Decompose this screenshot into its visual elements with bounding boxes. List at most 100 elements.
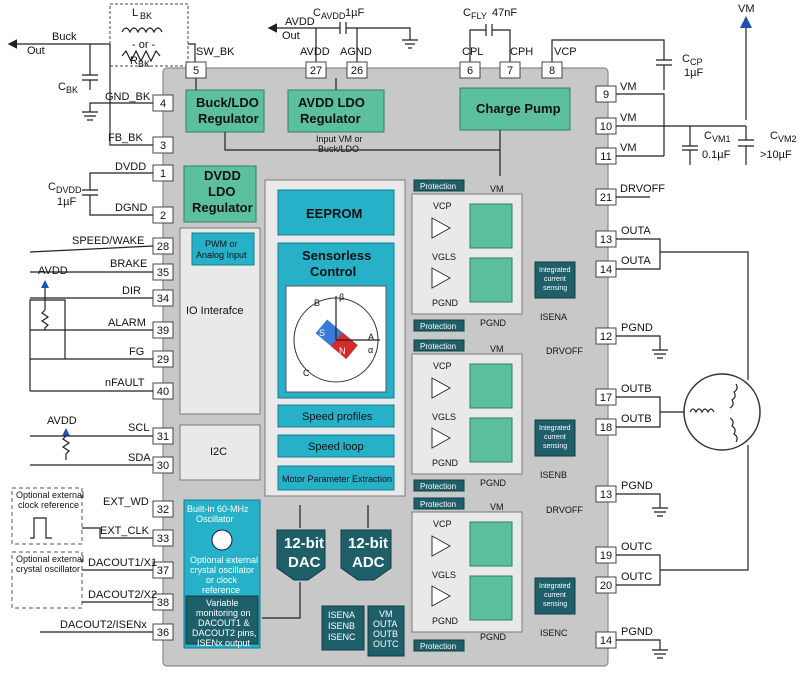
svg-text:ALARM: ALARM	[108, 317, 146, 329]
svg-text:DVDD: DVDD	[204, 168, 241, 183]
svg-text:Optional external: Optional external	[16, 554, 84, 564]
avdd-cap-wiring	[315, 22, 418, 62]
svg-text:21: 21	[600, 192, 612, 204]
svg-text:Sensorless: Sensorless	[302, 248, 371, 263]
svg-text:Analog Input: Analog Input	[196, 250, 247, 260]
or-label: - or -	[132, 39, 156, 51]
avdd-ldo-block	[287, 89, 385, 133]
svg-text:reference: reference	[202, 585, 240, 595]
svg-text:current: current	[544, 592, 566, 599]
i2c-wires	[30, 435, 153, 466]
svg-text:PGND: PGND	[480, 478, 507, 488]
svg-text:Integrated: Integrated	[539, 267, 571, 274]
svg-text:clock reference: clock reference	[18, 500, 79, 510]
svg-text:Regulator: Regulator	[300, 111, 361, 126]
svg-text:SDA: SDA	[128, 452, 151, 464]
motor-symbol	[683, 373, 761, 451]
ccp-label: C	[682, 53, 690, 65]
svg-text:Regulator: Regulator	[192, 200, 253, 215]
isen-inputs-block	[321, 605, 365, 651]
motor-coil-c	[729, 417, 738, 443]
svg-text:CPL: CPL	[462, 46, 483, 58]
svg-text:DVDD: DVDD	[115, 161, 146, 173]
svg-text:PGND: PGND	[621, 322, 653, 334]
svg-text:OUTC: OUTC	[373, 639, 399, 649]
svg-text:VCP: VCP	[433, 201, 452, 211]
cfly-val: 47nF	[492, 7, 517, 19]
svg-text:Buck/LDO: Buck/LDO	[318, 144, 359, 154]
svg-text:VM: VM	[490, 184, 504, 194]
svg-text:DIR: DIR	[122, 285, 141, 297]
alpha-beta-axes	[335, 296, 380, 341]
cbk-sub: BK	[66, 85, 78, 95]
svg-text:ISENA: ISENA	[540, 312, 567, 322]
cvm2-label: C	[770, 130, 778, 142]
svg-text:SCL: SCL	[128, 422, 149, 434]
output-wires	[616, 196, 749, 659]
svg-text:crystal oscillator: crystal oscillator	[16, 564, 80, 574]
svg-text:27: 27	[310, 65, 322, 77]
avdd-out-label-1: AVDD	[285, 16, 315, 28]
svg-text:OUTB: OUTB	[373, 629, 398, 639]
rbk-label: R	[130, 55, 138, 67]
io-interface-label: IO Interafce	[186, 305, 243, 317]
svg-text:DRVOFF: DRVOFF	[546, 346, 583, 356]
ext-clock-box	[11, 487, 83, 545]
svg-text:VM: VM	[620, 142, 637, 154]
motor-coil-b	[729, 383, 738, 409]
svg-text:VGLS: VGLS	[432, 252, 456, 262]
svg-text:13: 13	[600, 489, 612, 501]
svg-text:GND_BK: GND_BK	[105, 91, 151, 103]
svg-text:40: 40	[157, 386, 169, 398]
svg-text:13: 13	[600, 234, 612, 246]
cavdd-val: 1µF	[345, 7, 364, 19]
lbk-sub: BK	[140, 11, 152, 21]
svg-text:14: 14	[600, 635, 612, 647]
buck-ldo-block	[185, 89, 265, 133]
avdd-pullup-label-2: AVDD	[47, 415, 77, 427]
svg-text:FB_BK: FB_BK	[108, 132, 144, 144]
svg-text:ISENB: ISENB	[328, 621, 355, 631]
motor-coil-a	[689, 408, 715, 414]
svg-text:OUTC: OUTC	[621, 571, 652, 583]
svg-text:VM: VM	[490, 344, 504, 354]
rotor-s-label: S	[319, 328, 325, 338]
svg-text:OUTA: OUTA	[621, 225, 651, 237]
clock-symbol	[30, 517, 52, 539]
svg-text:PGND: PGND	[432, 458, 459, 468]
resistor-symbol	[121, 49, 161, 63]
b-axis-label: B	[314, 298, 320, 308]
alpha-label: α	[368, 345, 373, 355]
buck-out-label-1: Buck	[52, 31, 77, 43]
ccp-sub: CP	[690, 57, 703, 67]
svg-text:PGND: PGND	[432, 616, 459, 626]
svg-text:Buck/LDO: Buck/LDO	[196, 95, 259, 110]
svg-text:Oscillator: Oscillator	[196, 514, 234, 524]
svg-text:39: 39	[157, 325, 169, 337]
vm-top-label: VM	[738, 3, 755, 15]
rbk-sub: BK	[138, 59, 150, 69]
svg-text:7: 7	[507, 65, 513, 77]
svg-text:17: 17	[600, 392, 612, 404]
svg-text:sensing: sensing	[543, 443, 567, 450]
svg-text:PGND: PGND	[621, 626, 653, 638]
svg-text:monitoring on: monitoring on	[196, 608, 251, 618]
ext-crystal-box	[11, 551, 83, 609]
svg-text:20: 20	[600, 580, 612, 592]
svg-text:28: 28	[157, 241, 169, 253]
top-pins: 5 SW_BK 27 AVDD 26 AGND 6 CPL 7 CPH 8 VC…	[185, 46, 577, 79]
svg-text:37: 37	[157, 565, 169, 577]
dvdd-cap	[82, 172, 153, 216]
dacout-note-block	[185, 595, 259, 645]
svg-text:CPH: CPH	[510, 46, 533, 58]
svg-text:3: 3	[160, 140, 166, 152]
svg-text:5: 5	[193, 65, 199, 77]
svg-text:OUTA: OUTA	[621, 255, 651, 267]
cdvdd-val: 1µF	[57, 196, 76, 208]
dvdd-ldo-block	[183, 165, 257, 223]
svg-text:PGND: PGND	[480, 318, 507, 328]
svg-text:DACOUT2/X2: DACOUT2/X2	[88, 589, 157, 601]
svg-text:VM: VM	[379, 609, 393, 619]
oscillator-symbol	[211, 529, 233, 551]
svg-text:ISENC: ISENC	[328, 632, 356, 642]
